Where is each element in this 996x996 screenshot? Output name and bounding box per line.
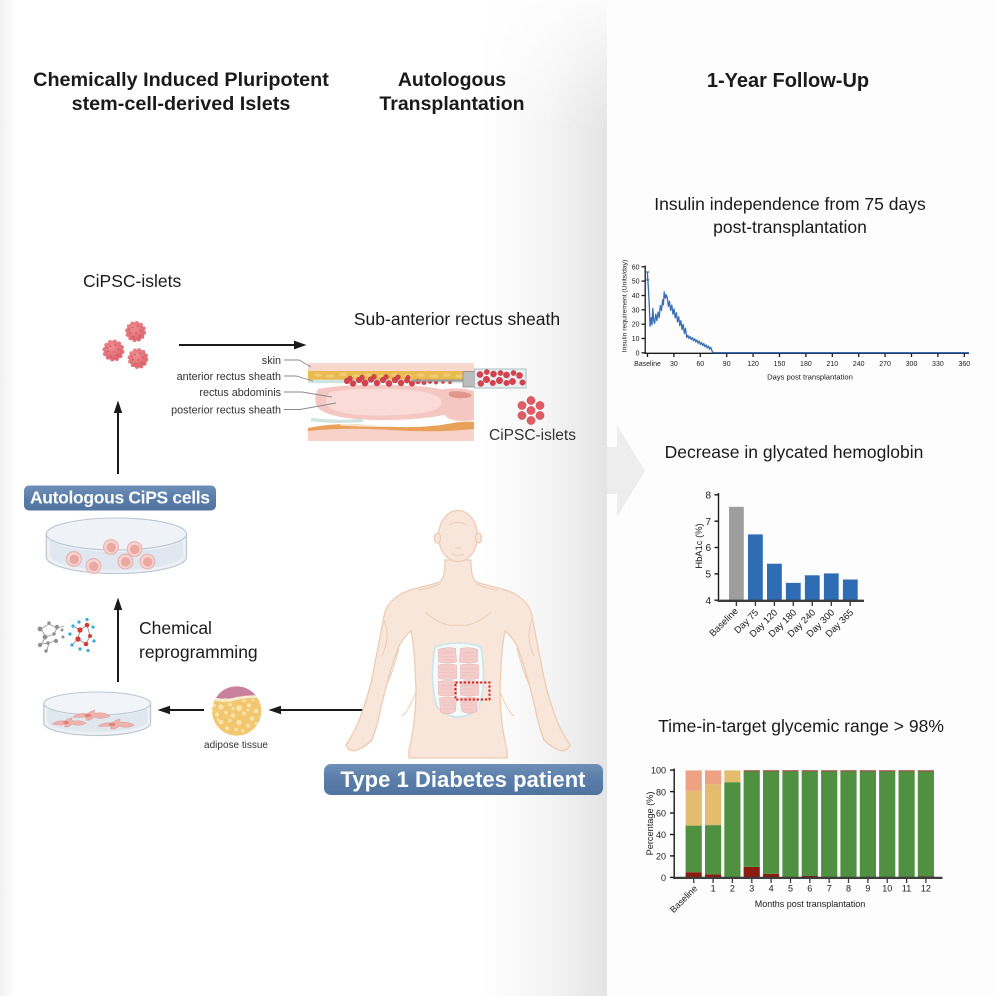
svg-text:10: 10 (632, 336, 640, 343)
svg-text:skin: skin (262, 355, 281, 367)
svg-text:50: 50 (632, 279, 640, 286)
svg-text:360: 360 (958, 361, 970, 368)
svg-text:CiPSC-islets: CiPSC-islets (489, 427, 576, 444)
svg-text:6: 6 (705, 543, 711, 554)
svg-text:stem-cell-derived Islets: stem-cell-derived Islets (72, 93, 291, 115)
svg-text:2: 2 (730, 884, 735, 894)
svg-text:Autologous: Autologous (398, 69, 506, 91)
svg-text:anterior rectus sheath: anterior rectus sheath (177, 371, 281, 383)
svg-text:40: 40 (632, 293, 640, 300)
svg-text:posterior rectus sheath: posterior rectus sheath (171, 405, 281, 417)
svg-text:180: 180 (800, 361, 812, 368)
svg-text:rectus abdominis: rectus abdominis (199, 387, 281, 399)
svg-text:11: 11 (902, 884, 911, 894)
svg-text:Insulin independence from 75 d: Insulin independence from 75 days (654, 194, 926, 214)
svg-text:Insulin requirement (Units/day: Insulin requirement (Units/day) (622, 260, 629, 353)
svg-text:1: 1 (711, 884, 716, 894)
svg-text:100: 100 (651, 765, 666, 775)
svg-text:Decrease in glycated hemoglobi: Decrease in glycated hemoglobin (665, 442, 924, 462)
svg-text:30: 30 (632, 307, 640, 314)
svg-text:Time-in-target glycemic range: Time-in-target glycemic range > 98% (658, 716, 944, 736)
svg-text:210: 210 (826, 361, 838, 368)
svg-text:6: 6 (807, 884, 812, 894)
svg-text:300: 300 (906, 361, 918, 368)
svg-text:adipose tissue: adipose tissue (204, 740, 268, 751)
svg-text:5: 5 (705, 570, 711, 581)
svg-text:20: 20 (632, 322, 640, 329)
svg-text:4: 4 (769, 884, 774, 894)
svg-text:Chemically Induced Pluripotent: Chemically Induced Pluripotent (33, 69, 329, 91)
svg-text:Months post transplantation: Months post transplantation (755, 899, 866, 909)
svg-text:Autologous CiPS cells: Autologous CiPS cells (30, 488, 210, 508)
svg-text:10: 10 (882, 884, 892, 894)
svg-text:3: 3 (749, 884, 754, 894)
svg-text:30: 30 (670, 361, 678, 368)
svg-text:80: 80 (656, 787, 666, 797)
svg-text:0: 0 (636, 350, 640, 357)
svg-text:120: 120 (747, 361, 759, 368)
svg-text:1-Year Follow-Up: 1-Year Follow-Up (707, 70, 869, 92)
svg-text:Type 1 Diabetes patient: Type 1 Diabetes patient (341, 767, 587, 792)
svg-text:150: 150 (774, 361, 786, 368)
svg-text:Baseline: Baseline (634, 361, 661, 368)
svg-text:post-transplantation: post-transplantation (713, 217, 867, 237)
svg-text:HbA1c (%): HbA1c (%) (693, 523, 704, 568)
svg-text:330: 330 (932, 361, 944, 368)
svg-text:Transplantation: Transplantation (379, 93, 524, 115)
svg-text:Days post transplantation: Days post transplantation (767, 373, 853, 382)
svg-text:9: 9 (865, 884, 870, 894)
svg-text:40: 40 (656, 830, 666, 840)
svg-text:Chemical: Chemical (139, 618, 212, 638)
svg-text:20: 20 (656, 852, 666, 862)
svg-text:8: 8 (705, 490, 711, 501)
svg-text:270: 270 (879, 361, 891, 368)
svg-text:reprogramming: reprogramming (139, 642, 258, 662)
svg-text:60: 60 (632, 264, 640, 271)
svg-text:5: 5 (788, 884, 793, 894)
svg-text:60: 60 (696, 361, 704, 368)
svg-text:0: 0 (661, 873, 666, 883)
svg-text:12: 12 (921, 884, 931, 894)
svg-text:Sub-anterior rectus sheath: Sub-anterior rectus sheath (354, 309, 560, 329)
svg-text:240: 240 (853, 361, 865, 368)
svg-text:60: 60 (656, 809, 666, 819)
svg-text:7: 7 (827, 884, 832, 894)
svg-text:4: 4 (705, 596, 711, 607)
svg-text:90: 90 (723, 361, 731, 368)
svg-text:CiPSC-islets: CiPSC-islets (83, 271, 181, 291)
svg-text:Percentage (%): Percentage (%) (645, 792, 655, 856)
svg-text:7: 7 (705, 517, 711, 528)
svg-text:8: 8 (846, 884, 851, 894)
